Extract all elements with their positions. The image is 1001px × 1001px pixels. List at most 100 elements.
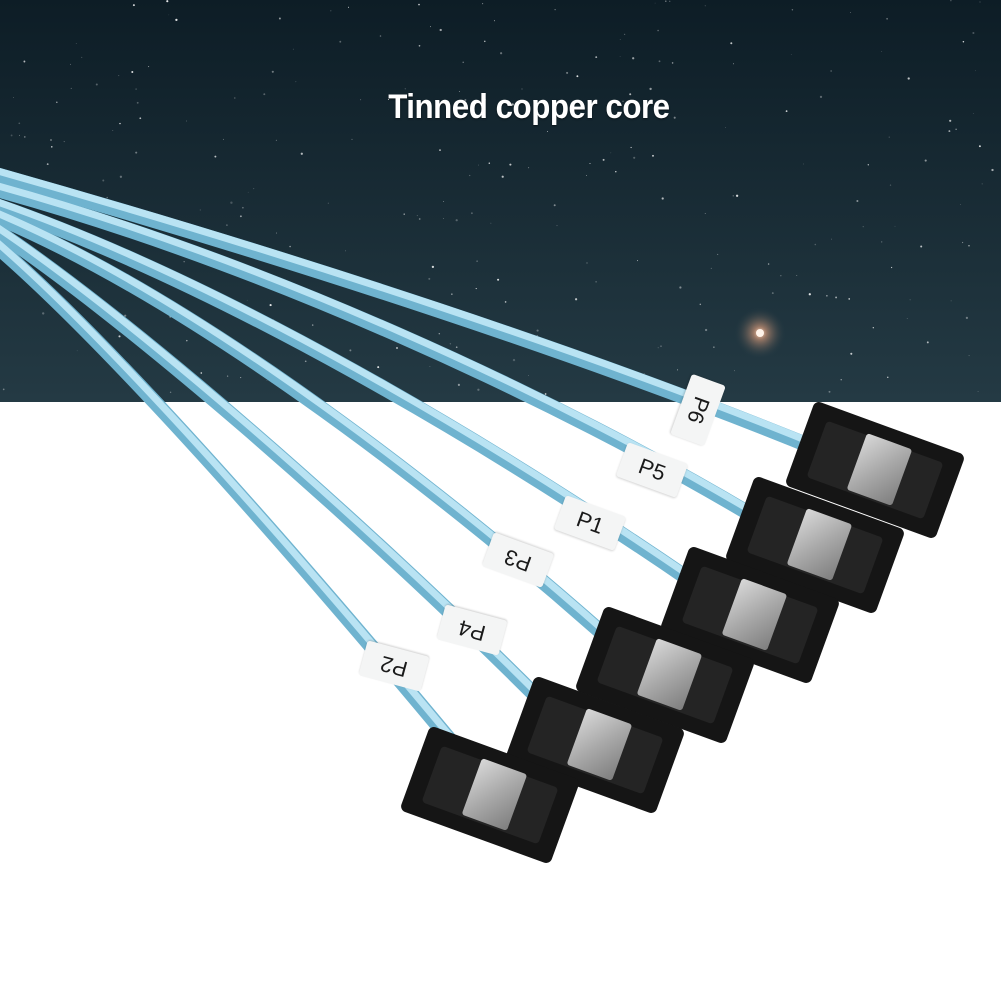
star: [554, 9, 556, 11]
star: [661, 197, 664, 200]
star: [610, 152, 612, 154]
star: [458, 91, 460, 92]
star: [42, 312, 45, 315]
star: [699, 303, 702, 306]
star: [831, 238, 832, 240]
star: [50, 139, 52, 141]
cable-p6: [0, 167, 828, 458]
latch-p4: [567, 708, 632, 781]
latch-p2: [462, 758, 527, 831]
star: [677, 369, 679, 371]
star: [497, 278, 500, 281]
star: [476, 260, 478, 262]
star: [803, 163, 804, 165]
star: [345, 250, 346, 252]
latch-p5: [787, 508, 852, 581]
star: [978, 145, 981, 148]
star: [482, 3, 484, 5]
star: [112, 130, 114, 131]
star: [214, 155, 217, 158]
star: [632, 57, 635, 60]
star: [292, 48, 294, 50]
star: [429, 365, 431, 367]
cable-p6-highlight: [0, 168, 824, 450]
star: [881, 51, 883, 52]
star: [657, 29, 659, 32]
star: [278, 17, 281, 20]
star: [790, 53, 792, 55]
star: [665, 0, 667, 2]
star: [416, 215, 418, 217]
star: [637, 260, 639, 262]
star: [462, 61, 464, 64]
star: [920, 245, 923, 248]
star: [106, 196, 108, 199]
star: [872, 327, 874, 329]
star: [826, 295, 828, 297]
star: [166, 0, 169, 3]
star: [239, 215, 242, 218]
star: [630, 146, 632, 149]
star: [536, 329, 539, 332]
star: [263, 93, 266, 96]
connector-p1: [661, 547, 839, 683]
star: [890, 266, 893, 269]
star: [75, 43, 77, 45]
star: [586, 262, 588, 264]
star: [13, 97, 14, 99]
star: [76, 350, 78, 352]
star: [131, 70, 134, 74]
star: [418, 3, 420, 6]
star: [547, 131, 549, 132]
star: [230, 201, 233, 204]
star: [247, 191, 249, 193]
star: [808, 293, 811, 296]
star: [544, 393, 547, 395]
star: [396, 347, 398, 349]
latch-p1: [722, 578, 787, 651]
star: [623, 33, 626, 36]
star: [615, 170, 617, 173]
star: [70, 87, 72, 89]
star: [780, 275, 782, 277]
star: [451, 293, 453, 295]
star: [512, 358, 516, 362]
star: [253, 188, 255, 190]
star: [975, 70, 977, 72]
star: [349, 349, 352, 352]
star: [979, 1, 981, 3]
star: [46, 163, 49, 166]
star: [418, 44, 421, 47]
star: [135, 88, 137, 90]
star: [830, 70, 832, 72]
star: [671, 62, 674, 64]
star: [186, 339, 188, 342]
star: [767, 263, 770, 265]
star: [889, 184, 892, 186]
star: [455, 346, 458, 349]
latch-p3: [637, 638, 702, 711]
star: [528, 167, 530, 169]
star: [595, 280, 597, 283]
star: [95, 83, 98, 86]
star: [850, 12, 851, 13]
star: [183, 261, 185, 263]
star: [926, 341, 929, 344]
star: [169, 391, 172, 393]
star: [848, 298, 851, 300]
star: [379, 35, 382, 37]
star: [404, 88, 406, 90]
connector-p5: [726, 477, 904, 613]
star: [330, 10, 332, 12]
star: [199, 209, 201, 211]
star: [771, 292, 774, 295]
star: [977, 390, 979, 393]
star: [339, 40, 342, 43]
star: [856, 199, 859, 203]
star: [949, 119, 952, 122]
bright-star-core: [756, 329, 764, 337]
star: [475, 288, 477, 290]
star: [679, 286, 682, 289]
star: [814, 243, 817, 246]
star: [948, 130, 951, 133]
